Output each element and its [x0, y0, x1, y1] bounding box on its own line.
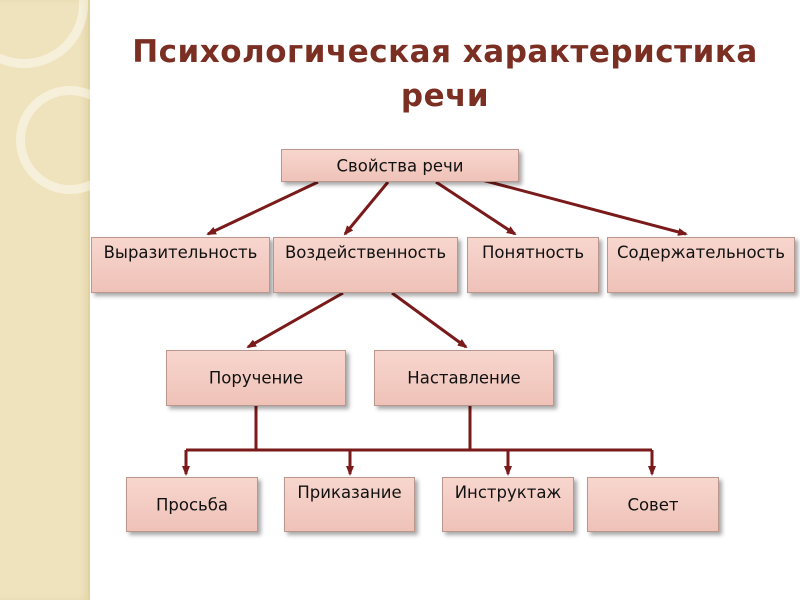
node-assignment: Поручение — [166, 350, 346, 406]
node-mentoring: Наставление — [374, 350, 554, 406]
node-speech-properties: Свойства речи — [281, 149, 519, 182]
decorative-side-band — [0, 0, 124, 600]
node-label: Просьба — [155, 495, 229, 514]
node-label: Выразительность — [103, 243, 258, 262]
node-label: Поручение — [208, 368, 304, 388]
node-expressiveness: Выразительность — [91, 237, 270, 293]
node-advice: Совет — [587, 477, 719, 532]
node-order: Приказание — [284, 477, 415, 532]
node-clarity: Понятность — [467, 237, 599, 293]
arrow-root-to-expressiveness — [206, 180, 319, 236]
node-briefing: Инструктаж — [442, 477, 574, 532]
node-label: Совет — [627, 495, 679, 514]
node-content: Содержательность — [607, 237, 795, 293]
node-label: Понятность — [481, 243, 585, 262]
arrow-root-to-clarity — [435, 180, 517, 236]
arrow-root-to-influence — [343, 181, 390, 236]
node-label: Свойства речи — [336, 156, 464, 175]
decorative-ring — [16, 86, 124, 194]
arrow-influence-to-assignment — [246, 291, 344, 349]
node-request: Просьба — [126, 477, 258, 532]
node-label: Наставление — [407, 368, 521, 388]
arrow-influence-to-instruction — [391, 291, 468, 349]
node-label: Содержательность — [617, 243, 785, 262]
node-label: Воздейственность — [284, 243, 447, 262]
node-label: Инструктаж — [454, 483, 562, 502]
arrow-root-to-content — [481, 178, 688, 236]
slide-title: Психологическая характеристика речи — [132, 34, 758, 114]
node-label: Приказание — [297, 483, 402, 502]
node-influence: Воздейственность — [273, 237, 458, 293]
